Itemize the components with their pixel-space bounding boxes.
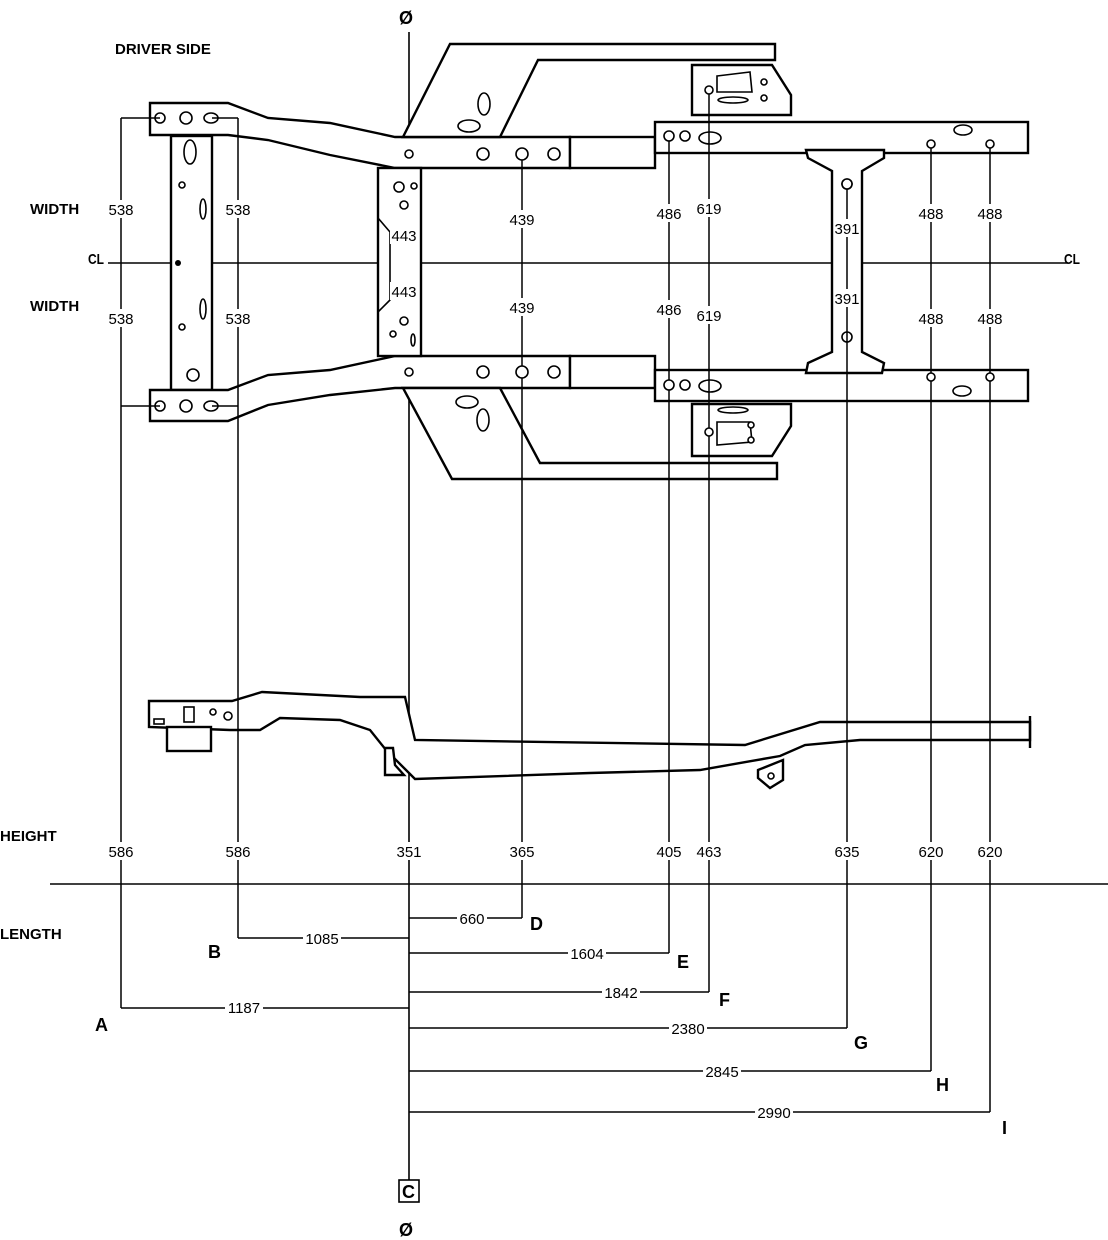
length-value-a: 1187 [228, 1000, 260, 1017]
width-lower-value: 538 [108, 311, 133, 328]
width-upper-value: 538 [108, 202, 133, 219]
height-value: 620 [918, 844, 943, 861]
height-value: 620 [977, 844, 1002, 861]
point-letter-d: D [530, 914, 543, 934]
length-value-h: 2845 [705, 1064, 738, 1081]
frame-side-view [147, 690, 1032, 790]
height-value: 405 [656, 844, 681, 861]
driver-side-label: DRIVER SIDE [115, 41, 211, 58]
frame-plan-view [148, 42, 1030, 481]
length-value-e: 1604 [570, 946, 603, 963]
width-upper-value: 391 [834, 221, 859, 238]
width-lower-value: 488 [918, 311, 943, 328]
length-value-d: 660 [459, 911, 484, 928]
height-value: 586 [225, 844, 250, 861]
point-letter-g: G [854, 1033, 868, 1053]
height-label: HEIGHT [0, 828, 57, 845]
width-values-lower: 538 538 443 439 486 619 391 488 488 [108, 282, 1003, 328]
measurement-points [404, 85, 995, 437]
width-lower-value: 443 [391, 284, 416, 301]
reference-box [398, 1179, 420, 1203]
width-lower-value: 538 [225, 311, 250, 328]
height-value: 463 [696, 844, 721, 861]
vertical-dimension-lines [120, 90, 991, 1112]
length-values: 1187 A 1085 B 660 D 1604 E 1842 F 2380 G… [95, 909, 1007, 1138]
reference-box-label: C [402, 1182, 415, 1202]
point-letter-b: B [208, 942, 221, 962]
width-upper-value: 488 [977, 206, 1002, 223]
centerline-label-right: CL [1064, 251, 1080, 268]
length-label: LENGTH [0, 926, 62, 943]
point-letter-i: I [1002, 1118, 1007, 1138]
width-lower-value: 391 [834, 291, 859, 308]
length-value-b: 1085 [305, 931, 338, 948]
height-value: 351 [396, 844, 421, 861]
length-value-g: 2380 [671, 1021, 704, 1038]
centerline-label-left: CL [88, 251, 104, 268]
width-label-lower: WIDTH [30, 298, 79, 315]
width-values-upper: 538 538 443 439 486 619 391 488 488 [108, 199, 1003, 245]
length-dimension-lines [121, 917, 990, 1113]
length-value-i: 2990 [757, 1105, 790, 1122]
width-lower-value: 486 [656, 302, 681, 319]
length-value-f: 1842 [604, 985, 637, 1002]
height-value: 586 [108, 844, 133, 861]
width-upper-value: 488 [918, 206, 943, 223]
point-letter-f: F [719, 990, 730, 1010]
width-lower-value: 619 [696, 308, 721, 325]
height-value: 365 [509, 844, 534, 861]
width-upper-value: 439 [509, 212, 534, 229]
point-letter-e: E [677, 952, 689, 972]
point-letter-h: H [936, 1075, 949, 1095]
width-label-upper: WIDTH [30, 201, 79, 218]
datum-symbol-bottom: Ø [399, 1220, 413, 1240]
height-value: 635 [834, 844, 859, 861]
width-upper-value: 619 [696, 201, 721, 218]
point-letter-a: A [95, 1015, 108, 1035]
width-lower-value: 439 [509, 300, 534, 317]
height-values: 586 586 351 365 405 463 635 620 620 [108, 842, 1003, 861]
width-lower-value: 488 [977, 311, 1002, 328]
width-upper-value: 486 [656, 206, 681, 223]
width-upper-value: 443 [391, 228, 416, 245]
datum-symbol-top: Ø [399, 8, 413, 28]
width-upper-value: 538 [225, 202, 250, 219]
